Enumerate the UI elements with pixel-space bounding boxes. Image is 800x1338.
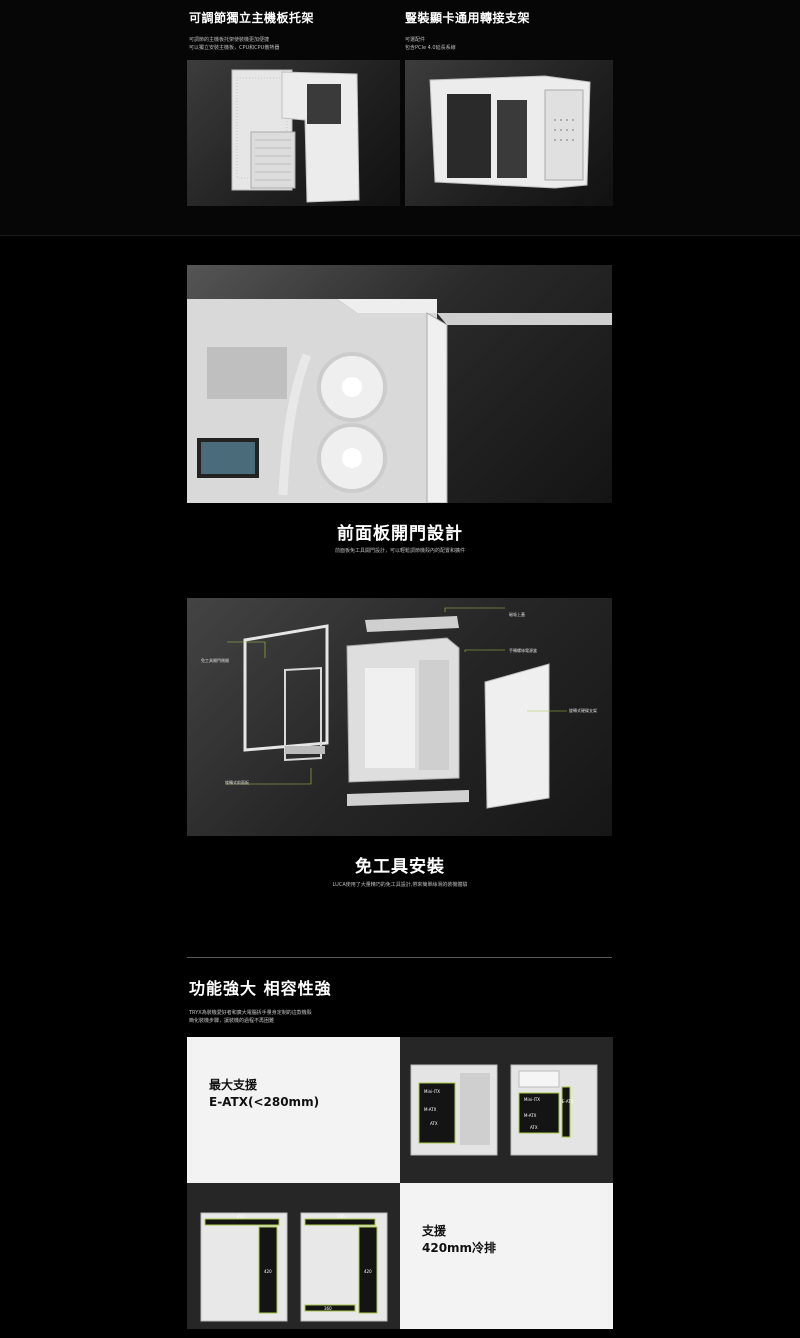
eatx-support-card: 最大支援 E-ATX(<280mm) [187, 1037, 400, 1183]
desc-line: TRYX為裝機愛好者和廣大電腦拆手量身定制的這款機殼 [189, 1010, 312, 1016]
eatx-line: E-ATX(<280mm) [209, 1095, 320, 1109]
radiator-support-card: 支援 420mm冷排 [400, 1183, 613, 1329]
motherboard-tray-desc: 可調節的主機板托架使裝機更加便捷 可以獨立安裝主機板，CPU和CPU散熱器 [189, 36, 399, 52]
label-side-panel: 旋轉式硬碟支架 [569, 708, 597, 713]
toolless-subtitle: LUCA使用了大量精巧的免工具設計,帶來簡單絲滑的裝機體驗 [332, 882, 468, 888]
compat-title: 功能強大 相容性強 [189, 979, 332, 998]
label-door: 免工具開門側開 [201, 658, 229, 663]
eatx-support-text: 最大支援 E-ATX(<280mm) [209, 1077, 319, 1111]
front-panel-title: 前面板開門設計 [337, 524, 463, 544]
board-label: E-ATX [562, 1099, 574, 1104]
label-thumbscrew: 手轉螺絲電源盒 [509, 648, 537, 653]
rad-line: 420mm冷排 [422, 1241, 497, 1255]
radiator-label: 240 [337, 1214, 345, 1219]
radiator-support-text: 支援 420mm冷排 [422, 1223, 496, 1257]
gpu-bracket-image [405, 60, 613, 206]
gpu-bracket-desc: 可選配件 包含PCIe 4.0延長系線 [405, 36, 615, 52]
compat-desc: TRYX為裝機愛好者和廣大電腦拆手量身定制的這款機殼 簡化裝機步驟，讓裝機的過程… [189, 1009, 389, 1025]
section-divider [187, 957, 612, 958]
radiator-compat-card: 420 420 240 420 360 [187, 1183, 400, 1329]
radiator-label: 360 [324, 1306, 332, 1311]
eatx-line: 最大支援 [209, 1078, 258, 1092]
toolless-title: 免工具安裝 [355, 857, 445, 877]
gpu-bracket-title: 豎裝顯卡通用轉接支架 [405, 11, 531, 25]
label-front: 旋轉式前面板 [225, 780, 249, 785]
radiator-label: 420 [264, 1269, 272, 1274]
rad-line: 支援 [422, 1224, 447, 1238]
board-label: ATX [530, 1125, 538, 1130]
desc-line: 可調節的主機板托架使裝機更加便捷 [189, 37, 270, 43]
top-feature-section: 可調節獨立主機板托架 可調節的主機板托架使裝機更加便捷 可以獨立安裝主機板，CP… [0, 0, 800, 236]
front-panel-subtitle: 前面板免工具開門設計，可以輕鬆調節機殼內的配置和擴件 [334, 548, 465, 554]
desc-line: 可以獨立安裝主機板，CPU和CPU散熱器 [189, 45, 280, 51]
front-panel-image [187, 265, 612, 503]
board-label: ATX [430, 1121, 438, 1126]
exploded-view-image: 磁吸上蓋 手轉螺絲電源盒 旋轉式硬碟支架 免工具開門側開 旋轉式前面板 [187, 598, 612, 836]
desc-line: 包含PCIe 4.0延長系線 [405, 45, 456, 51]
board-label: Mini-ITX [524, 1097, 541, 1102]
board-label: Mini-ITX [424, 1089, 441, 1094]
motherboard-tray-title: 可調節獨立主機板托架 [189, 11, 315, 25]
board-label: M-ATX [424, 1107, 437, 1112]
motherboard-tray-image [187, 60, 400, 206]
board-label: M-ATX [524, 1113, 537, 1118]
gpu-bracket-feature: 豎裝顯卡通用轉接支架 可選配件 包含PCIe 4.0延長系線 [405, 10, 615, 52]
motherboard-tray-feature: 可調節獨立主機板托架 可調節的主機板托架使裝機更加便捷 可以獨立安裝主機板，CP… [189, 10, 399, 52]
label-top-magnet: 磁吸上蓋 [509, 612, 525, 617]
desc-line: 可選配件 [405, 37, 426, 43]
radiator-label: 420 [364, 1269, 372, 1274]
desc-line: 簡化裝機步驟，讓裝機的過程不再困難 [189, 1018, 275, 1024]
board-compat-card: Mini-ITX M-ATX ATX Mini-ITX M-ATX ATX E-… [400, 1037, 613, 1183]
radiator-label: 420 [237, 1214, 245, 1219]
